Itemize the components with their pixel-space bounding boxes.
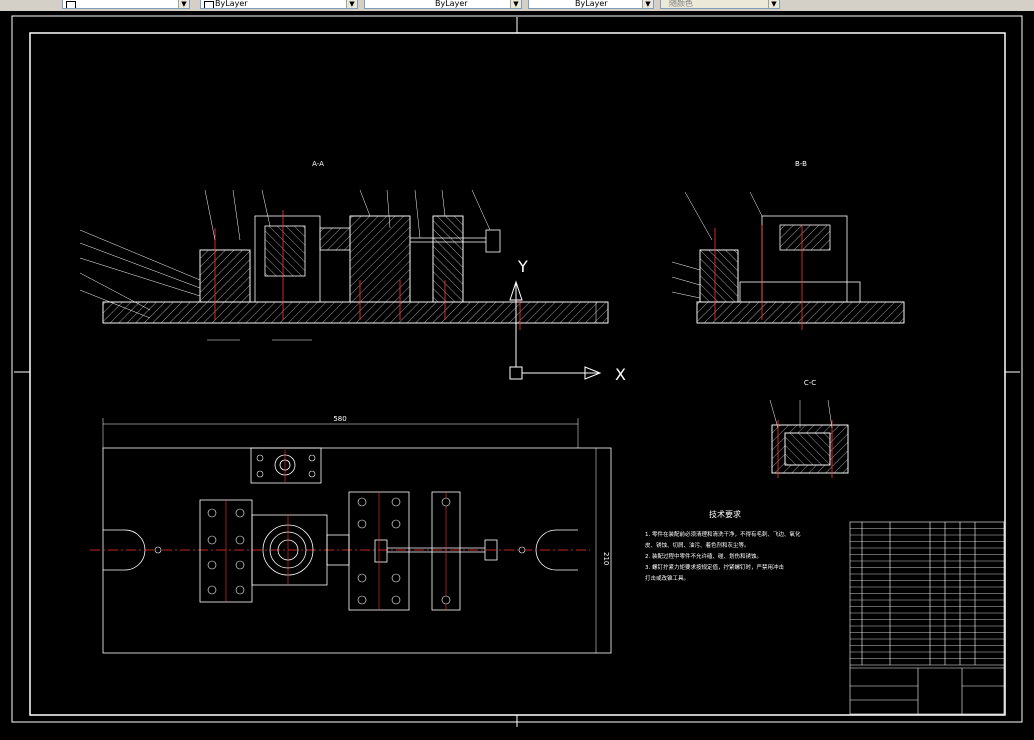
ucs-icon: Y X <box>509 257 626 384</box>
chevron-down-icon[interactable]: ▼ <box>178 0 189 8</box>
color-dropdown[interactable]: ByLayer ▼ <box>200 0 358 9</box>
tech-line-4: 3. 螺钉拧紧力矩要求按规定值，拧紧螺钉时，严禁用冲击 <box>645 563 784 571</box>
dimension-plate-length: 580 <box>333 415 346 423</box>
model-space-background <box>0 11 1034 740</box>
tech-requirements-title: 技术要求 <box>709 509 741 519</box>
plotstyle-dropdown[interactable]: 随颜色 ▼ <box>660 0 780 9</box>
chevron-down-icon[interactable]: ▼ <box>346 0 357 8</box>
dimension-plate-width: 210 <box>602 552 610 565</box>
plotstyle-value: 随颜色 <box>669 0 693 8</box>
tech-line-2: 皮、锈蚀、切屑、油污、着色剂和灰尘等。 <box>645 541 750 549</box>
view-label-b: B-B <box>795 160 807 168</box>
parts-list-rows <box>850 528 1004 659</box>
drawing-canvas[interactable]: A-A <box>0 11 1034 740</box>
tech-line-3: 2. 装配过程中零件不允许磕、碰、划伤和锈蚀。 <box>645 552 762 560</box>
lineweight-value: ByLayer <box>575 0 608 8</box>
properties-toolbar: ▼ ByLayer ▼ ByLayer ▼ ByLayer ▼ 随颜色 ▼ <box>0 0 1034 12</box>
chevron-down-icon[interactable]: ▼ <box>510 0 521 8</box>
view-label-c: C-C <box>804 379 816 387</box>
color-swatch-icon <box>204 1 214 8</box>
front-section-view: A-A <box>79 160 609 341</box>
side-section-view: B-B <box>671 160 905 330</box>
linetype-dropdown[interactable]: ByLayer ▼ <box>364 0 522 9</box>
linetype-value: ByLayer <box>435 0 468 8</box>
detail-section-view: C-C <box>769 379 849 478</box>
ucs-y-label: Y <box>517 257 528 276</box>
layer-dropdown[interactable]: ▼ <box>62 0 190 9</box>
drawing-frame <box>11 15 1023 727</box>
technical-requirements: 技术要求 1. 零件在装配前必须清理和清洗干净，不得有毛刺、飞边、氧化 皮、锈蚀… <box>645 509 801 582</box>
lineweight-dropdown[interactable]: ByLayer ▼ <box>528 0 654 9</box>
tech-line-1: 1. 零件在装配前必须清理和清洗干净，不得有毛刺、飞边、氧化 <box>645 530 801 538</box>
view-label-a: A-A <box>312 160 324 168</box>
color-value: ByLayer <box>215 0 248 8</box>
tech-line-5: 打击或改锥工具。 <box>645 574 689 582</box>
top-plan-view: 580 210 <box>90 415 612 654</box>
chevron-down-icon[interactable]: ▼ <box>642 0 653 8</box>
layer-color-icon <box>66 1 76 8</box>
ucs-x-label: X <box>615 365 626 384</box>
chevron-down-icon[interactable]: ▼ <box>768 0 779 8</box>
